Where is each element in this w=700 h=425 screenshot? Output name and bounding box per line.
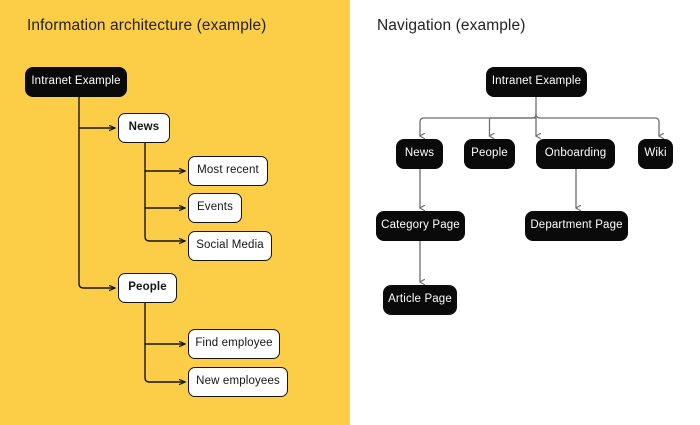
node-label: Onboarding [544, 147, 607, 160]
node-label: Most recent [197, 164, 259, 177]
node-department-page[interactable]: Department Page [525, 211, 628, 241]
node-new-employees[interactable]: New employees [188, 367, 288, 397]
node-label: Find employee [195, 337, 273, 350]
node-label: Department Page [530, 219, 623, 232]
panel-title-navigation: Navigation (example) [377, 17, 526, 34]
panel-information-architecture: Information architecture (example) [0, 0, 350, 425]
node-people-nav[interactable]: People [464, 139, 515, 169]
node-label: People [471, 147, 508, 160]
node-label: Intranet Example [491, 75, 582, 88]
connector-lines-navigation [350, 96, 700, 425]
node-label: Category Page [381, 219, 460, 232]
node-label: People [128, 281, 167, 294]
node-label: News [128, 121, 160, 134]
node-intranet-example-ia[interactable]: Intranet Example [25, 67, 127, 97]
node-social-media[interactable]: Social Media [188, 231, 272, 261]
node-onboarding[interactable]: Onboarding [536, 139, 615, 169]
node-label: New employees [196, 375, 280, 388]
node-article-page[interactable]: Article Page [383, 285, 457, 315]
node-category-page[interactable]: Category Page [376, 211, 465, 241]
node-find-employee[interactable]: Find employee [188, 329, 280, 359]
node-news-ia[interactable]: News [118, 113, 170, 143]
node-news-nav[interactable]: News [396, 139, 443, 169]
node-most-recent[interactable]: Most recent [188, 156, 268, 186]
node-label: Social Media [196, 239, 264, 252]
connector-lines-information-architecture [78, 96, 350, 425]
node-label: Wiki [644, 147, 667, 160]
node-intranet-example-nav[interactable]: Intranet Example [486, 67, 587, 97]
panel-navigation: Navigation (example) [350, 0, 700, 425]
node-events[interactable]: Events [188, 193, 242, 223]
node-label: Events [196, 201, 234, 214]
panel-title-information-architecture: Information architecture (example) [27, 17, 267, 34]
node-people-ia[interactable]: People [118, 273, 177, 303]
node-wiki[interactable]: Wiki [638, 139, 673, 169]
node-label: News [404, 147, 435, 160]
node-label: Article Page [388, 293, 452, 306]
node-label: Intranet Example [31, 75, 121, 88]
